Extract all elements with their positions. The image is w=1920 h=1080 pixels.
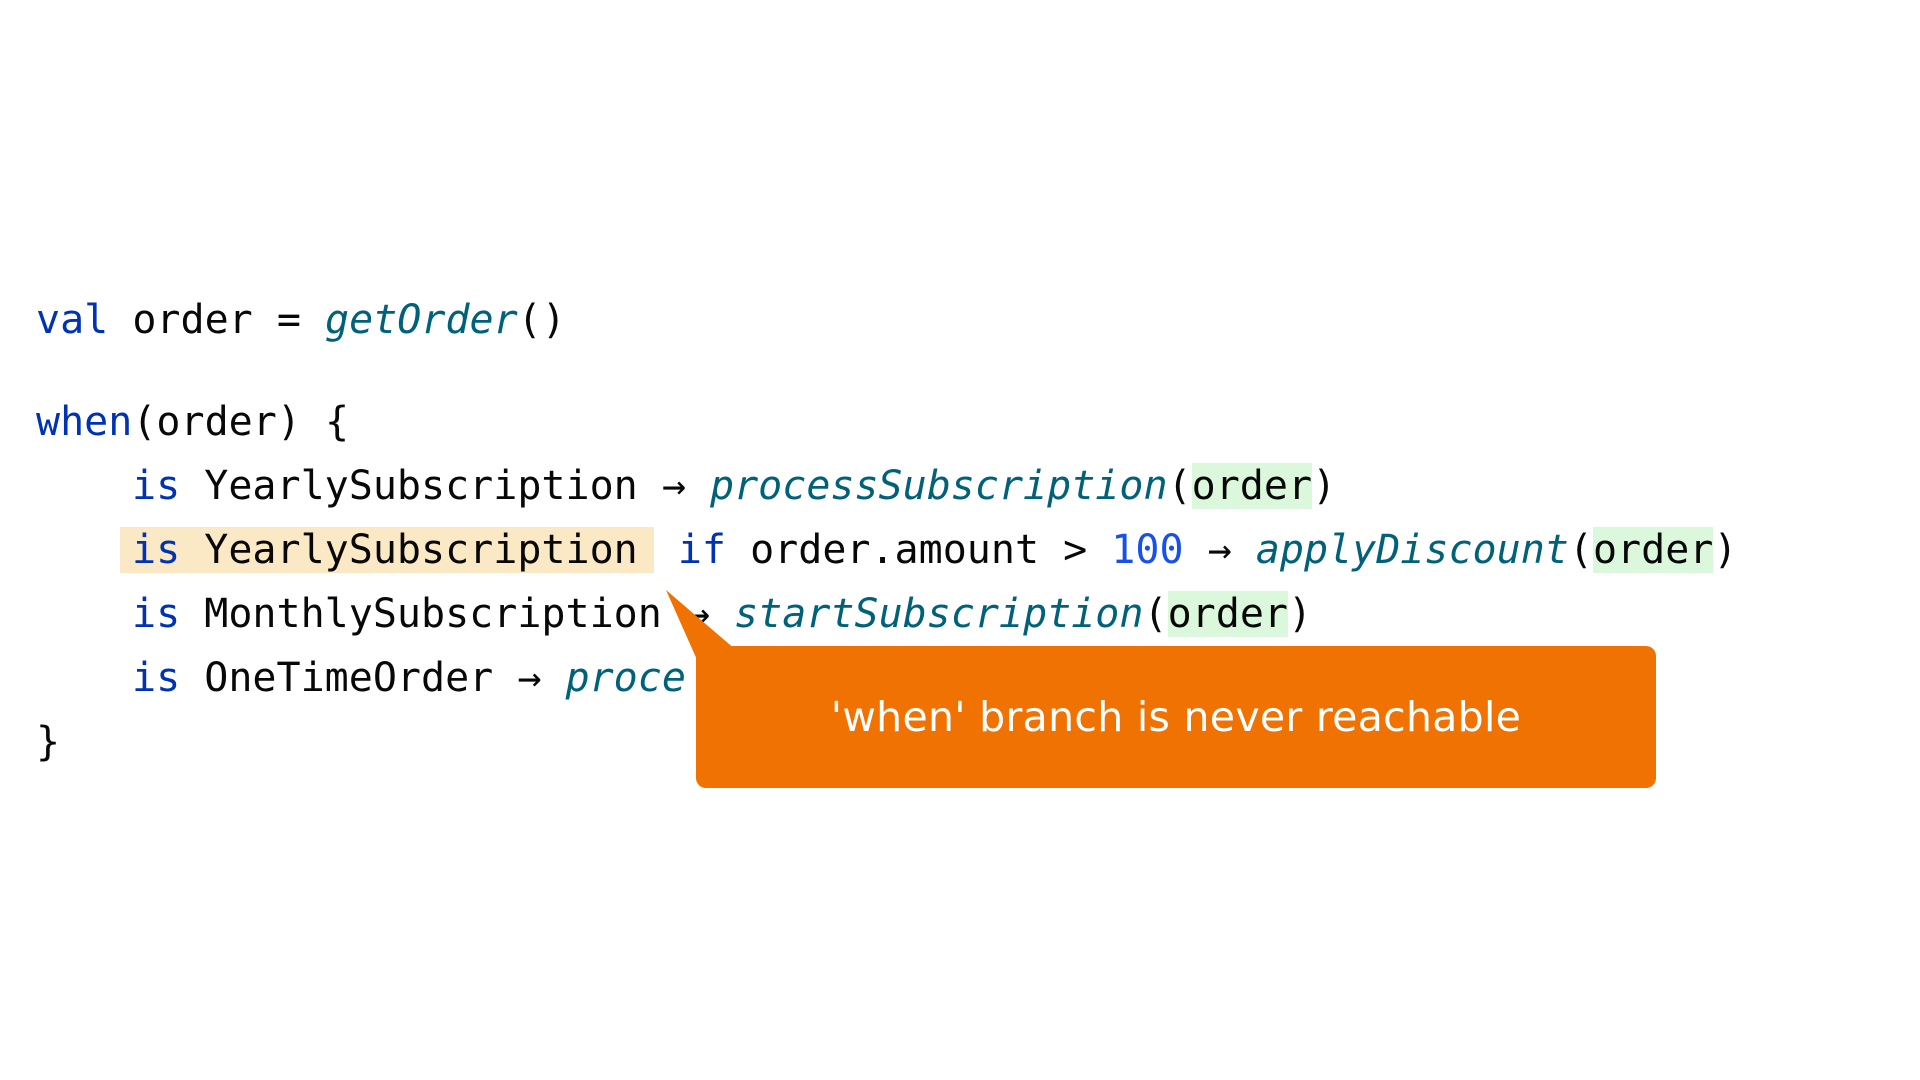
function-call-applydiscount: applyDiscount bbox=[1255, 527, 1569, 573]
call-parens: () bbox=[517, 297, 566, 343]
number-literal: 100 bbox=[1111, 527, 1184, 573]
keyword-is: is bbox=[132, 591, 181, 637]
function-call-processsubscription: processSubscription bbox=[709, 463, 1168, 509]
keyword-when: when bbox=[36, 399, 133, 445]
function-call-getorder: getOrder bbox=[325, 297, 518, 343]
code-line-2[interactable]: when(order) { bbox=[36, 392, 349, 452]
type-name: OneTimeOrder bbox=[180, 655, 518, 701]
keyword-val: val bbox=[36, 297, 109, 343]
tooltip-message: 'when' branch is never reachable bbox=[830, 693, 1522, 741]
arrow-operator: → bbox=[1183, 527, 1256, 573]
code-line-1[interactable]: val order = getOrder() bbox=[36, 290, 566, 350]
open-paren: ( bbox=[1143, 591, 1168, 637]
code-line-7[interactable]: } bbox=[36, 712, 60, 772]
closing-brace: } bbox=[36, 719, 61, 765]
function-call-startsubscription: startSubscription bbox=[734, 591, 1144, 637]
keyword-is: is bbox=[132, 527, 181, 573]
function-call-truncated: proce bbox=[565, 655, 686, 701]
code-line-5[interactable]: is MonthlySubscription → startSubscripti… bbox=[36, 584, 1312, 644]
close-paren: ) bbox=[1312, 463, 1337, 509]
variable-declaration: order = bbox=[108, 297, 325, 343]
keyword-is: is bbox=[132, 463, 181, 509]
type-name: MonthlySubscription bbox=[180, 591, 686, 637]
code-line-4[interactable]: is YearlySubscription if order.amount > … bbox=[36, 520, 1737, 580]
keyword-if: if bbox=[653, 527, 726, 573]
arrow-operator: → bbox=[517, 655, 566, 701]
guard-condition: order.amount > bbox=[725, 527, 1112, 573]
arrow-operator: → bbox=[661, 463, 710, 509]
unreachable-branch-highlight[interactable]: is YearlySubscription bbox=[120, 527, 654, 573]
smart-cast-param: order bbox=[1167, 591, 1288, 637]
open-paren: ( bbox=[1568, 527, 1593, 573]
open-paren: ( bbox=[1167, 463, 1192, 509]
keyword-is: is bbox=[132, 655, 181, 701]
close-paren: ) bbox=[1713, 527, 1738, 573]
type-name: YearlySubscription bbox=[180, 527, 638, 573]
when-subject: (order) { bbox=[132, 399, 350, 445]
code-line-3[interactable]: is YearlySubscription → processSubscript… bbox=[36, 456, 1336, 516]
code-line-6[interactable]: is OneTimeOrder → proce bbox=[36, 648, 686, 708]
inspection-warning-tooltip[interactable]: 'when' branch is never reachable bbox=[696, 646, 1656, 788]
smart-cast-param: order bbox=[1592, 527, 1714, 573]
tooltip-pointer bbox=[666, 590, 750, 662]
close-paren: ) bbox=[1288, 591, 1313, 637]
type-name: YearlySubscription bbox=[180, 463, 662, 509]
smart-cast-param: order bbox=[1191, 463, 1313, 509]
